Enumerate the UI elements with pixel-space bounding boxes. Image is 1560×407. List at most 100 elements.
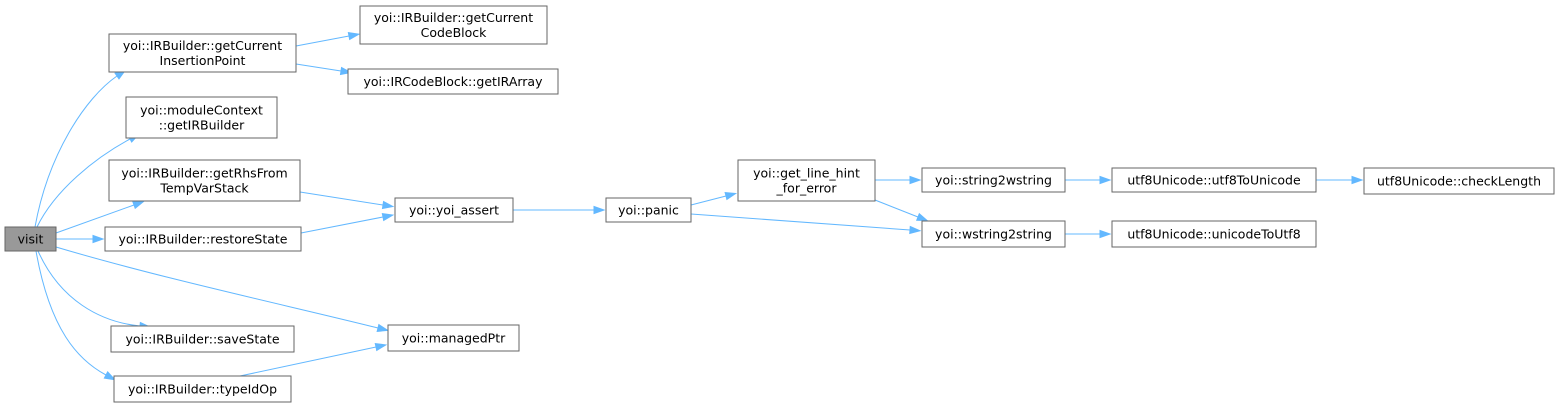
- node-get_line_hint_for_error[interactable]: yoi::get_line_hint_for_error: [737, 159, 876, 202]
- edge-wstring2string-to-unicodeToUtf8: [1065, 229, 1112, 239]
- edge-visit-to-typeIdOp: [35, 250, 117, 381]
- node-label: yoi::IRBuilder::typeIdOp: [128, 382, 277, 397]
- node-label: yoi::IRBuilder::saveState: [125, 332, 279, 347]
- node-box: [4, 226, 57, 252]
- node-box: [394, 197, 514, 223]
- node-box: [108, 159, 301, 202]
- node-label: ::getIRBuilder: [159, 118, 245, 133]
- edge-visit-to-restoreState: [56, 234, 105, 244]
- node-restoreState[interactable]: yoi::IRBuilder::restoreState: [104, 226, 302, 252]
- node-box: [359, 5, 548, 45]
- arrowhead-icon: [593, 205, 606, 215]
- edge-line: [690, 213, 911, 231]
- arrowhead-icon: [909, 225, 922, 235]
- edge-line: [690, 195, 727, 206]
- edge-visit-to-getRhsFromTempVarStack: [55, 201, 145, 234]
- node-getIRBuilder[interactable]: yoi::moduleContext::getIRBuilder: [125, 96, 278, 139]
- arrowhead-icon: [92, 234, 105, 244]
- node-visit: visit: [4, 226, 57, 252]
- node-yoi_assert[interactable]: yoi::yoi_assert: [394, 197, 514, 223]
- node-managedPtr[interactable]: yoi::managedPtr: [387, 324, 520, 352]
- node-panic[interactable]: yoi::panic: [605, 197, 692, 223]
- node-box: [387, 324, 520, 352]
- node-label: yoi::managedPtr: [402, 331, 506, 346]
- arrowhead-icon: [1099, 175, 1112, 185]
- node-checkLength[interactable]: utf8Unicode::checkLength: [1363, 167, 1555, 195]
- nodes-layer: visityoi::IRBuilder::getCurrentInsertion…: [4, 5, 1555, 403]
- edge-get_line_hint_for_error-to-wstring2string: [874, 199, 929, 222]
- node-label: yoi::IRBuilder::getCurrent: [374, 10, 533, 25]
- node-label: yoi::IRBuilder::getCurrent: [123, 38, 282, 53]
- node-label: CodeBlock: [421, 25, 488, 40]
- edge-utf8ToUnicode-to-checkLength: [1316, 175, 1364, 185]
- node-box: [921, 167, 1066, 193]
- node-label: utf8Unicode::checkLength: [1377, 174, 1541, 189]
- edge-line: [299, 191, 384, 206]
- edge-line: [55, 246, 379, 329]
- arrowhead-icon: [374, 342, 388, 352]
- edge-line: [37, 250, 141, 327]
- node-box: [108, 33, 297, 73]
- node-label: TempVarStack: [159, 181, 249, 196]
- node-utf8ToUnicode[interactable]: utf8Unicode::utf8ToUnicode: [1111, 167, 1317, 193]
- edge-panic-to-get_line_hint_for_error: [690, 192, 738, 206]
- edge-visit-to-saveState: [37, 250, 152, 331]
- edge-getCurrentInsertionPoint-to-getIRArray: [295, 63, 353, 76]
- node-label: yoi::string2wstring: [935, 173, 1052, 188]
- node-wstring2string[interactable]: yoi::wstring2string: [921, 220, 1066, 248]
- node-unicodeToUtf8[interactable]: utf8Unicode::unicodeToUtf8: [1111, 220, 1317, 248]
- node-label: visit: [18, 232, 44, 247]
- node-box: [737, 159, 876, 202]
- node-box: [1363, 167, 1555, 195]
- node-label: InsertionPoint: [160, 53, 246, 68]
- node-label: yoi::IRCodeBlock::getIRArray: [364, 74, 544, 89]
- node-label: yoi::wstring2string: [935, 227, 1052, 242]
- edge-line: [874, 199, 919, 218]
- edge-getCurrentInsertionPoint-to-getCurrentCodeBlock: [295, 31, 361, 47]
- edge-line: [239, 346, 377, 377]
- node-box: [1111, 167, 1317, 193]
- arrowhead-icon: [376, 323, 390, 332]
- node-box: [125, 96, 278, 139]
- node-label: yoi::IRBuilder::restoreState: [119, 232, 288, 247]
- edge-line: [34, 75, 118, 228]
- arrowhead-icon: [1099, 229, 1112, 239]
- node-box: [113, 375, 292, 403]
- arrowhead-icon: [909, 175, 922, 185]
- node-string2wstring[interactable]: yoi::string2wstring: [921, 167, 1066, 193]
- arrowhead-icon: [381, 212, 395, 222]
- node-typeIdOp[interactable]: yoi::IRBuilder::typeIdOp: [113, 375, 292, 403]
- edge-restoreState-to-yoi_assert: [300, 212, 395, 234]
- node-box: [104, 226, 302, 252]
- node-label: yoi::panic: [618, 203, 679, 218]
- edge-yoi_assert-to-panic: [513, 205, 606, 215]
- edge-visit-to-getCurrentInsertionPoint: [34, 69, 127, 228]
- arrowhead-icon: [724, 192, 738, 201]
- edge-get_line_hint_for_error-to-string2wstring: [875, 175, 922, 185]
- arrowhead-icon: [381, 200, 395, 210]
- node-saveState[interactable]: yoi::IRBuilder::saveState: [110, 325, 295, 353]
- node-box: [110, 325, 295, 353]
- node-getIRArray[interactable]: yoi::IRCodeBlock::getIRArray: [347, 68, 559, 95]
- edge-line: [35, 250, 107, 376]
- node-label: yoi::IRBuilder::getRhsFrom: [121, 166, 287, 181]
- edge-line: [295, 63, 342, 72]
- arrowhead-icon: [347, 31, 361, 41]
- edge-getRhsFromTempVarStack-to-yoi_assert: [299, 191, 395, 210]
- arrowhead-icon: [132, 201, 145, 210]
- node-label: yoi::yoi_assert: [409, 203, 499, 218]
- edge-line: [295, 35, 350, 47]
- edge-line: [36, 138, 131, 228]
- node-box: [1111, 220, 1317, 248]
- edge-typeIdOp-to-managedPtr: [239, 342, 388, 377]
- edge-string2wstring-to-utf8ToUnicode: [1065, 175, 1112, 185]
- arrowhead-icon: [915, 212, 929, 222]
- node-box: [605, 197, 692, 223]
- edge-panic-to-wstring2string: [690, 213, 922, 235]
- node-label: utf8Unicode::unicodeToUtf8: [1127, 227, 1300, 242]
- node-box: [347, 68, 559, 95]
